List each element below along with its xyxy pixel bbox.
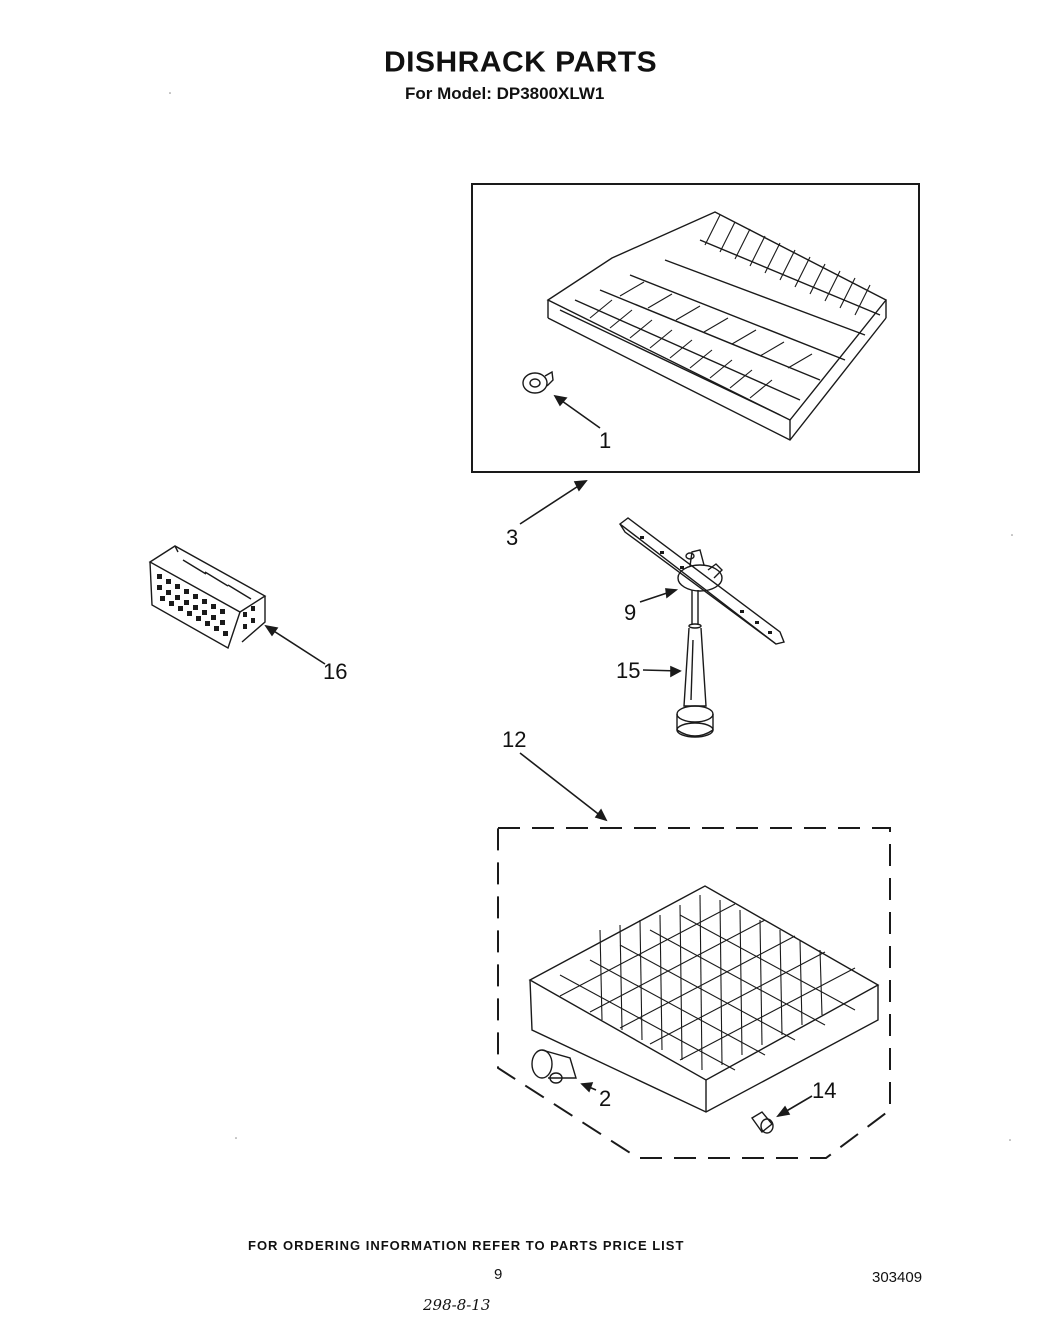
scan-specks: [169, 92, 1013, 1141]
callout-1: 1: [599, 428, 612, 453]
callout-2: 2: [599, 1086, 612, 1111]
spray-tube-illustration: [676, 590, 714, 738]
handwritten-note: 298-8-13: [423, 1296, 491, 1314]
callout-9: 9: [624, 600, 637, 625]
callout-15: 15: [616, 658, 641, 683]
callout-14: 14: [812, 1078, 837, 1103]
upper-rack-illustration: [522, 211, 888, 441]
document-number: 303409: [872, 1269, 923, 1286]
callout-16: 16: [323, 659, 348, 684]
lower-rack-assembly-box: [497, 827, 891, 1159]
model-subtitle: For Model: DP3800XLW1: [405, 84, 605, 103]
spray-arm-illustration: [618, 517, 785, 645]
leader-line-3: [519, 480, 587, 525]
upper-rack-assembly-box: [471, 183, 920, 473]
silverware-basket-illustration: [148, 545, 267, 650]
lower-rack-illustration: [528, 885, 880, 1134]
page-number: 9: [494, 1266, 503, 1283]
ordering-info-footer: FOR ORDERING INFORMATION REFER TO PARTS …: [248, 1238, 685, 1253]
page-title: DISHRACK PARTS: [384, 46, 658, 79]
callout-3: 3: [506, 525, 519, 550]
leader-line-12: [519, 752, 607, 821]
leader-line-16: [265, 625, 326, 665]
callout-12: 12: [502, 727, 527, 752]
